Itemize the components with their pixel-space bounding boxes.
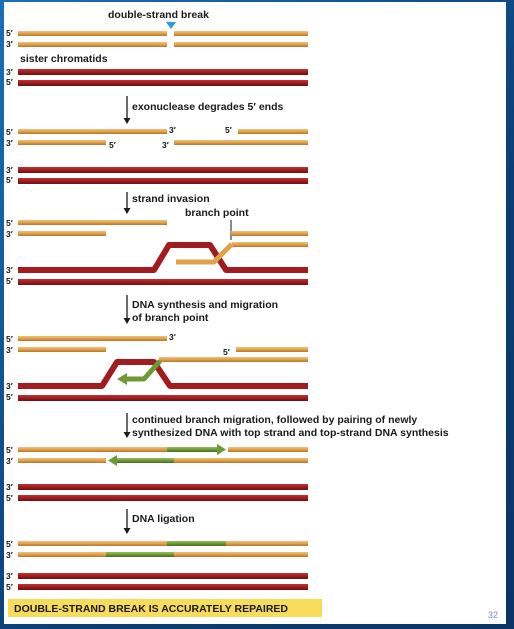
tan-strand [18,447,167,452]
end-label-5: 5′ [6,127,13,137]
invading-tan-strand [176,242,234,265]
end-label-3: 3′ [6,345,13,355]
end-label-3: 3′ [6,265,13,275]
end-label-3: 3′ [6,381,13,391]
end-label-3: 3′ [6,138,13,148]
end-label-5: 5′ [225,125,232,135]
synthesis-arrow-icon [108,455,117,466]
end-label-3: 3′ [6,456,13,466]
new-dna-strand [126,359,162,382]
new-dna-strand [117,458,174,463]
tan-strand [18,336,167,341]
end-label-5: 5′ [6,392,13,402]
arrow-head-icon [123,432,131,438]
tan-strand [174,552,308,557]
sister-chromatids-label: sister chromatids [20,53,108,65]
end-label-3: 3′ [6,550,13,560]
end-label-5: 5′ [6,276,13,286]
dsb-repair-diagram: double-strand break 5′ 3′ sister chromat… [6,9,498,620]
tan-strand [18,552,106,557]
new-dna-strand [167,541,226,546]
end-label-5: 5′ [6,77,13,87]
red-strand [18,495,308,501]
tan-strand [18,458,106,463]
end-label-5: 5′ [6,539,13,549]
step3-label-line1: DNA synthesis and migration [132,299,278,311]
tan-strand [236,347,308,352]
new-dna-strand [106,552,174,557]
tan-strand [228,447,308,452]
step4-label-line2: synthesized DNA with top strand and top-… [132,427,449,439]
tan-strand [18,140,106,145]
step3-label-line2: of branch point [132,312,209,324]
tan-strand [231,231,308,236]
tan-strand [238,129,308,134]
end-label-5: 5′ [223,347,230,357]
end-label-5: 5′ [6,334,13,344]
end-label-3: 3′ [6,482,13,492]
break-marker-icon [166,22,176,29]
conclusion-text: DOUBLE-STRAND BREAK IS ACCURATELY REPAIR… [14,603,288,615]
tan-strand [174,140,308,145]
tan-strand [18,231,106,236]
end-label-3: 3′ [162,140,169,150]
red-strand [18,80,308,86]
arrow-head-icon [123,208,131,214]
tan-strand [18,347,106,352]
tan-strand [174,42,308,47]
tan-strand [174,31,308,36]
end-label-3: 3′ [6,229,13,239]
end-label-5: 5′ [6,582,13,592]
end-label-3: 3′ [6,39,13,49]
tan-strand [174,458,308,463]
step1-label: exonuclease degrades 5′ ends [132,101,283,113]
end-label-3: 3′ [169,125,176,135]
page-number: 32 [488,610,498,620]
arrow-head-icon [123,528,131,534]
end-label-3: 3′ [6,571,13,581]
end-label-5: 5′ [6,28,13,38]
red-strand [18,279,308,285]
tan-strand [18,31,167,36]
tan-strand [232,242,308,247]
break-label: double-strand break [108,9,209,21]
red-strand [18,178,308,184]
step5-label: DNA ligation [132,513,195,525]
step4-label-line1: continued branch migration, followed by … [132,414,417,426]
step2-label: strand invasion [132,193,210,205]
tan-strand [18,129,167,134]
end-label-3: 3′ [6,67,13,77]
red-strand-dloop [18,359,308,389]
new-dna-strand [167,447,217,452]
red-strand [18,484,308,490]
red-strand [18,395,308,401]
end-label-3: 3′ [6,165,13,175]
synthesis-arrow-icon [117,373,127,385]
arrow-head-icon [123,318,131,324]
tan-strand [226,541,308,546]
tan-strand [18,220,167,225]
tan-strand [159,357,308,362]
figure-panel: double-strand break 5′ 3′ sister chromat… [4,2,506,624]
conclusion-banner [8,599,322,617]
red-strand [18,69,308,75]
tan-strand [18,42,167,47]
red-strand [18,167,308,173]
end-label-5: 5′ [109,140,116,150]
tan-strand [18,541,167,546]
red-strand [18,573,308,579]
synthesis-arrow-icon [217,444,226,455]
end-label-5: 5′ [6,175,13,185]
end-label-5: 5′ [6,493,13,503]
red-strand-dloop [18,242,308,273]
branch-point-label: branch point [185,207,249,219]
end-label-3: 3′ [169,332,176,342]
arrow-head-icon [123,118,131,124]
red-strand [18,584,308,590]
end-label-5: 5′ [6,445,13,455]
end-label-5: 5′ [6,218,13,228]
